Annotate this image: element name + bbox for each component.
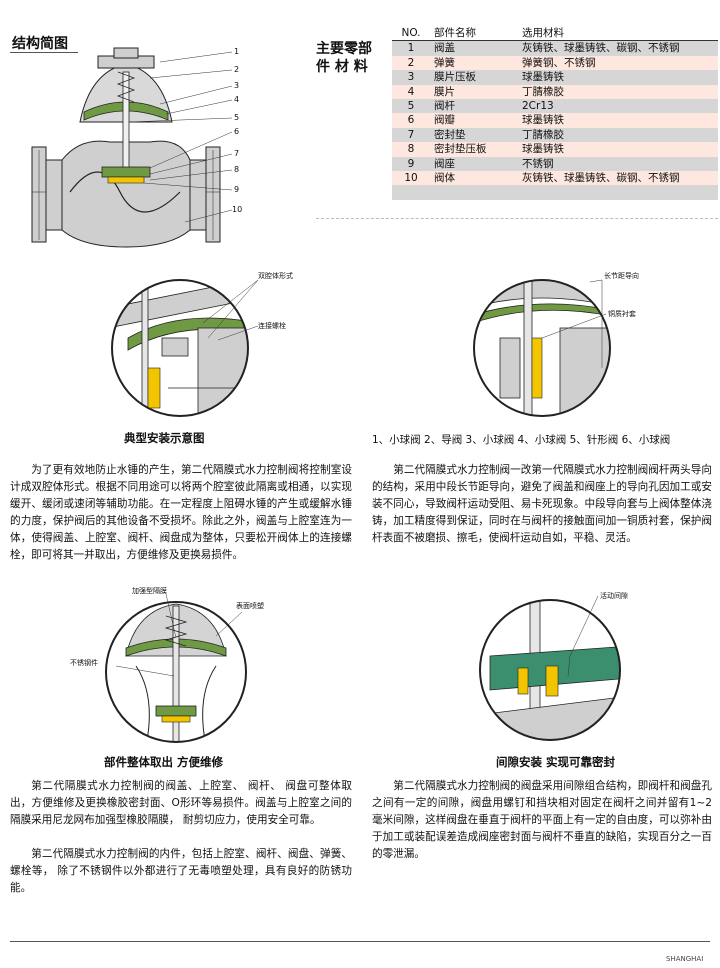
callout-5: 5: [234, 113, 239, 122]
row-no: 2: [407, 56, 415, 69]
structure-title-underline: [10, 52, 78, 53]
row-no: 7: [407, 128, 415, 141]
row-material: 弹簧钢、不锈钢: [522, 56, 596, 69]
row-name: 阀瓣: [434, 114, 455, 127]
parts-title-line2: 件 材 料: [316, 59, 368, 75]
table-row: 10 阀体 灰铸铁、球墨铸铁、碳钢、不锈钢: [392, 171, 718, 186]
row-material: 球墨铸铁: [522, 143, 564, 156]
paragraph-guide: 第二代隔膜式水力控制阀一改第一代隔膜式水力控制阀阀杆两头导向的结构，采用中段长节…: [372, 464, 712, 544]
row-material: 灰铸铁、球墨铸铁、碳钢、不锈钢: [522, 42, 680, 55]
row-material: 灰铸铁、球墨铸铁、碳钢、不锈钢: [522, 172, 680, 185]
table-row: 3 膜片压板 球墨铸铁: [392, 70, 718, 85]
row-no: 1: [407, 42, 415, 55]
label-dual-chamber: 双腔体形式: [258, 271, 293, 280]
row-name: 膜片: [434, 85, 455, 98]
col-no: NO.: [392, 26, 430, 42]
table-row-empty: [392, 185, 718, 200]
row-material: 球墨铸铁: [522, 114, 564, 127]
col-name: 部件名称: [430, 26, 518, 42]
label-clearance: 活动间隙: [600, 591, 628, 600]
row-no: 4: [407, 85, 415, 98]
footer-brand: SHANGHAI: [666, 955, 704, 963]
callout-3: 3: [234, 81, 239, 90]
table-row: 9 阀座 不锈钢: [392, 156, 718, 172]
structure-title: 结构简图: [12, 36, 68, 52]
row-name: 阀体: [434, 172, 455, 185]
label-stainless-parts: 不锈钢件: [70, 658, 98, 667]
label-reinforced-diaphragm: 加强型隔膜: [132, 586, 167, 595]
caption-install: 典型安装示意图: [124, 431, 205, 445]
caption-clearance: 间隙安装 实现可靠密封: [496, 755, 616, 769]
row-name: 弹簧: [434, 56, 455, 69]
table-row: 5 阀杆 2Cr13: [392, 99, 718, 114]
callout-4: 4: [234, 95, 239, 104]
table-row: 4 膜片 丁腈橡胶: [392, 84, 718, 100]
paragraph-clearance: 第二代隔膜式水力控制阀的阀盘采用间隙组合结构，即阀杆和阀盘孔之间有一定的间隙，阀…: [372, 780, 712, 860]
install-list: 1、小球阀 2、导阀 3、小球阀 4、小球阀 5、针形阀 6、小球阀: [372, 434, 671, 446]
structure-diagram: 1 2 3 4 5 6 7 8 9 10: [31, 47, 242, 248]
table-row: 1 阀盖 灰铸铁、球墨铸铁、碳钢、不锈钢: [392, 40, 718, 56]
callout-1: 1: [234, 47, 239, 56]
table-row: 7 密封垫 丁腈橡胶: [392, 127, 718, 143]
col-material: 选用材料: [518, 26, 718, 42]
callout-9: 9: [234, 185, 239, 194]
row-no: 8: [407, 143, 415, 156]
clearance-figure: 活动间隙: [479, 591, 628, 741]
table-row: 2 弹簧 弹簧钢、不锈钢: [392, 55, 718, 71]
row-no: 10: [404, 172, 418, 185]
paragraph-dual-chamber: 为了更有效地防止水锤的产生，第二代隔膜式水力控制阀将控制室设计成双腔体形式。根据…: [10, 464, 352, 561]
table-row: 6 阀瓣 球墨铸铁: [392, 113, 718, 128]
row-name: 阀座: [434, 157, 455, 170]
guide-figure: 长节距导向 铜质衬套: [473, 271, 639, 417]
table-header-row: NO. 部件名称 选用材料: [392, 26, 718, 42]
row-no: 6: [407, 114, 415, 127]
row-name: 阀杆: [434, 100, 455, 113]
caption-removal: 部件整体取出 方便维修: [104, 755, 224, 769]
row-no: 5: [407, 100, 415, 113]
label-connecting-bolt: 连接螺栓: [258, 321, 286, 330]
label-surface-coating: 表面喷塑: [236, 601, 264, 610]
row-name: 阀盖: [434, 42, 455, 55]
paragraph-coating: 第二代隔膜式水力控制阀的内件，包括上腔室、阀杆、阀盘、弹簧、螺栓等， 除了不锈钢…: [10, 848, 352, 894]
row-name: 膜片压板: [434, 71, 476, 84]
row-material: 丁腈橡胶: [522, 85, 564, 98]
row-material: 2Cr13: [522, 100, 554, 113]
removal-figure: 加强型隔膜 表面喷塑 不锈钢件: [70, 586, 264, 743]
row-no: 3: [407, 71, 415, 84]
callout-7: 7: [234, 149, 239, 158]
label-copper-bushing: 铜质衬套: [608, 309, 636, 318]
row-material: 不锈钢: [522, 157, 554, 170]
label-long-guide: 长节距导向: [604, 271, 639, 280]
callout-10: 10: [232, 205, 242, 214]
row-name: 密封垫压板: [434, 143, 487, 156]
row-no: 9: [407, 157, 415, 170]
callout-8: 8: [234, 165, 239, 174]
table-row: 8 密封垫压板 球墨铸铁: [392, 142, 718, 157]
parts-title-line1: 主要零部: [316, 41, 372, 57]
table-dashed-separator: [316, 218, 718, 219]
footer-line: [10, 941, 710, 942]
paragraph-removal: 第二代隔膜式水力控制阀的阀盖、上腔室、 阀杆、 阀盘可整体取出，方便维修及更换橡…: [10, 780, 352, 826]
dual-chamber-figure: 双腔体形式 连接螺栓: [111, 271, 293, 417]
row-material: 丁腈橡胶: [522, 128, 564, 141]
row-name: 密封垫: [434, 128, 466, 141]
callout-6: 6: [234, 127, 239, 136]
callout-2: 2: [234, 65, 239, 74]
row-material: 球墨铸铁: [522, 71, 564, 84]
